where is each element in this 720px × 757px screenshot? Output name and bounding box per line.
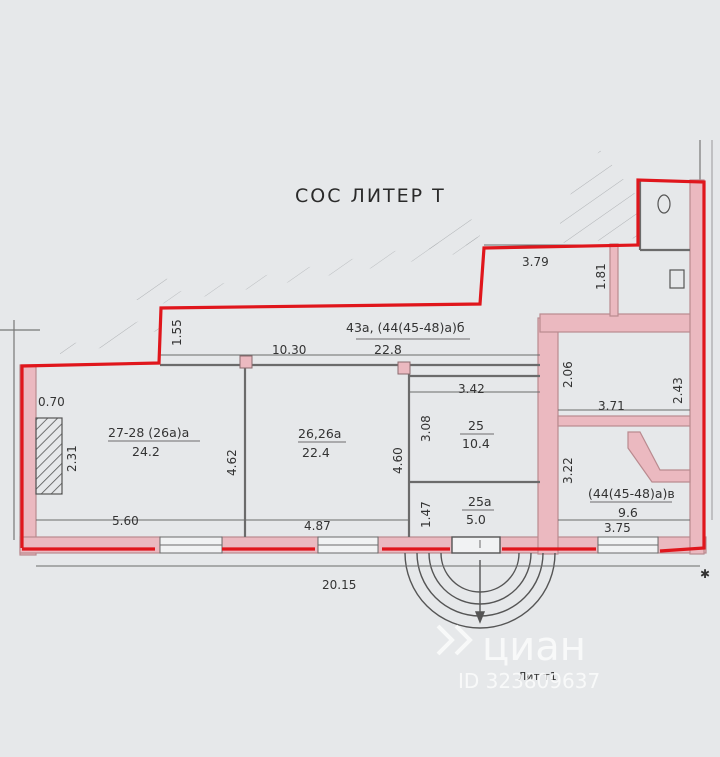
wall-wc — [609, 243, 619, 317]
entrance-stairs — [404, 536, 556, 629]
room-43a-area: 22.8 — [374, 342, 402, 357]
watermark-id: ID 323809637 — [458, 669, 600, 693]
corner-mark: ✱ — [700, 567, 710, 581]
chimney-block — [35, 417, 63, 495]
room-26-name: 26,26а — [298, 426, 341, 441]
room-44v-name: (44(45-48)а)в — [588, 486, 675, 501]
dim-3-71: 3.71 — [598, 399, 625, 413]
dim-4-60: 4.60 — [391, 447, 405, 474]
wall-corridor-north — [539, 313, 701, 333]
dimension-lines — [36, 244, 700, 567]
room-26-area: 22.4 — [302, 445, 330, 460]
watermark: циан ID 323809637 — [436, 624, 600, 693]
site-boundary-hatch — [0, 140, 713, 540]
room-27-28-name: 27-28 (26а)а — [108, 425, 189, 440]
toilet-fixture — [657, 194, 685, 289]
partitions — [160, 180, 690, 537]
dim-1-55: 1.55 — [170, 319, 184, 346]
dimension-labels: 3.79 1.81 1.55 10.30 0.70 2.31 4.62 4.60… — [38, 255, 685, 592]
dim-3-42: 3.42 — [458, 382, 485, 396]
windows — [159, 536, 659, 554]
room-43a-name: 43а, (44(45-48)а)б — [346, 320, 465, 335]
wall-inner-h — [557, 415, 701, 427]
dim-3-79: 3.79 — [522, 255, 549, 269]
dim-4-87: 4.87 — [304, 519, 331, 533]
watermark-brand: циан — [482, 624, 586, 670]
dim-2-06: 2.06 — [561, 361, 575, 388]
dim-1-81: 1.81 — [594, 263, 608, 290]
room-25a-area: 5.0 — [466, 512, 486, 527]
dim-3-75: 3.75 — [604, 521, 631, 535]
wall-bay — [627, 431, 691, 483]
dim-20-15: 20.15 — [322, 578, 356, 592]
dim-5-60: 5.60 — [112, 514, 139, 528]
room-25a-name: 25а — [468, 494, 492, 509]
room-44v-area: 9.6 — [618, 505, 638, 520]
column — [397, 361, 411, 375]
column — [239, 355, 253, 369]
dim-1-47: 1.47 — [419, 501, 433, 528]
room-27-28-area: 24.2 — [132, 444, 160, 459]
wall-right — [689, 179, 705, 555]
plan-title: СОС ЛИТЕР Т — [295, 185, 446, 207]
dim-10-30: 10.30 — [272, 343, 306, 357]
dim-3-08: 3.08 — [419, 415, 433, 442]
room-labels: 27-28 (26а)а 24.2 26,26а 22.4 25 10.4 25… — [108, 320, 675, 527]
room-25-name: 25 — [468, 418, 484, 433]
dim-2-43: 2.43 — [671, 377, 685, 404]
litera-label: Лит т1 — [518, 670, 557, 683]
dim-4-62: 4.62 — [225, 449, 239, 476]
dim-3-22: 3.22 — [561, 457, 575, 484]
room-25-area: 10.4 — [462, 436, 490, 451]
cian-logo-icon — [436, 624, 473, 656]
dim-0-70: 0.70 — [38, 395, 65, 409]
wall-corridor-west — [537, 317, 559, 555]
premises-outline — [20, 178, 706, 553]
dim-2-31: 2.31 — [65, 445, 79, 472]
